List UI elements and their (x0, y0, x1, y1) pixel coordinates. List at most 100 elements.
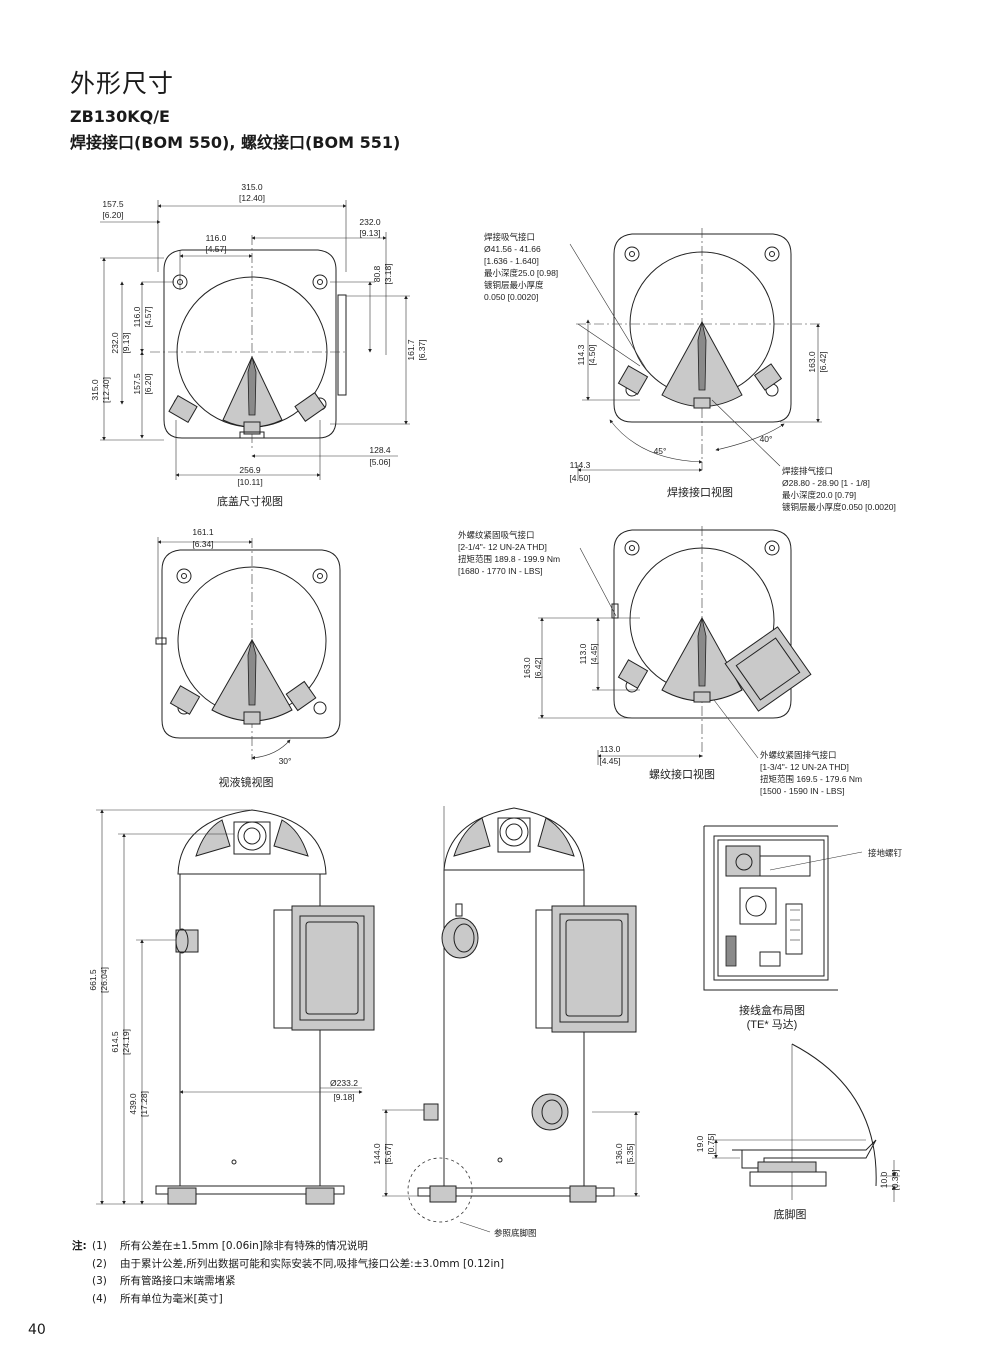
weld-view-caption: 焊接接口视图 (667, 485, 733, 499)
thread-dim-163: 163.0 (522, 657, 532, 679)
page-title: 外形尺寸 (70, 69, 175, 98)
weld-angle-40: 40° (760, 434, 773, 444)
weld-suction-note-6: 0.050 [0.0020] (484, 292, 538, 302)
dim-h157-in: [6.20] (143, 373, 153, 394)
thread-view-caption: 螺纹接口视图 (649, 767, 715, 781)
thread-dim-113-in: [4.45] (589, 643, 599, 664)
foot-dim-10: 10.0 (879, 1171, 889, 1188)
front-dim-144: 144.0 (372, 1143, 382, 1165)
side-dim-614-in: [24.19] (121, 1029, 131, 1055)
dim-256: 256.9 (239, 465, 261, 475)
foot-view: 19.0 [0.75] 10.0 [0.39] 底脚图 (695, 1043, 900, 1221)
weld-dim-163: 163.0 (807, 351, 817, 373)
dim-116: 116.0 (206, 233, 227, 243)
side-dim-661: 661.5 (88, 969, 98, 991)
side-view: 661.5 [26.04] 614.5 [24.19] 439.0 [17.28… (88, 809, 375, 1205)
dim-h232: 232.0 (110, 332, 120, 354)
dim-h315: 315.0 (90, 379, 100, 401)
note-text: 所有管路接口末端需堵紧 (120, 1275, 236, 1287)
dim-h232-in: [9.13] (121, 332, 131, 353)
weld-dim-114-in: [4.50] (587, 344, 597, 365)
thread-suction-note-4: [1680 - 1770 IN - LBS] (458, 566, 543, 576)
dim-80-in: [3.18] (383, 263, 393, 284)
model-number: ZB130KQ/E (70, 107, 170, 126)
front-dim-136: 136.0 (614, 1143, 624, 1165)
side-dim-439-in: [17.28] (139, 1091, 149, 1117)
junction-box-caption: 接线盒布局图 (739, 1003, 805, 1017)
dim-h161: 161.7 (406, 339, 416, 361)
dim-256-in: [10.11] (237, 477, 262, 487)
side-dim-661-in: [26.04] (99, 967, 109, 993)
dim-128: 128.4 (369, 445, 391, 455)
notes-label: 注: (72, 1240, 87, 1252)
weld-dim-w114: 114.3 (570, 460, 591, 470)
front-view-caption: 参照底脚图 (494, 1228, 537, 1238)
weld-discharge-note-1: 焊接排气接口 (782, 466, 833, 476)
foot-dim-10-in: [0.39] (890, 1169, 900, 1190)
thread-suction-note-2: [2-1/4"- 12 UN-2A THD] (458, 542, 547, 552)
note-number: (4) (92, 1292, 107, 1305)
thread-dim-w113: 113.0 (600, 744, 621, 754)
weld-suction-note-4: 最小深度25.0 [0.98] (484, 268, 558, 278)
weld-suction-note-1: 焊接吸气接口 (484, 232, 535, 242)
foot-dim-19-in: [0.75] (706, 1133, 716, 1154)
ground-screw-label: 接地螺钉 (868, 848, 903, 858)
weld-dim-w114-in: [4.50] (569, 473, 590, 483)
thread-suction-note-1: 外螺纹紧固吸气接口 (458, 530, 535, 540)
dim-h116: 116.0 (132, 306, 142, 327)
thread-dim-113: 113.0 (578, 643, 588, 664)
thread-suction-note-3: 扭矩范围 189.8 - 199.9 Nm (458, 554, 560, 564)
front-dim-136-in: [5.35] (625, 1143, 635, 1164)
note-text: 所有公差在±1.5mm [0.06in]除非有特殊的情况说明 (120, 1240, 368, 1252)
notes: 注: (1) 所有公差在±1.5mm [0.06in]除非有特殊的情况说明 (2… (72, 1238, 504, 1308)
junction-box-caption-2: (TE* 马达) (747, 1018, 798, 1031)
page-number: 40 (28, 1322, 46, 1338)
front-view: 144.0 [5.67] 136.0 [5.35] 参照底脚图 (372, 806, 640, 1238)
side-dim-439: 439.0 (128, 1093, 138, 1115)
dim-h315-in: [12.40] (101, 377, 111, 403)
side-dim-233-in: [9.18] (333, 1092, 354, 1102)
thread-dim-163-in: [6.42] (533, 657, 543, 678)
thread-discharge-note-4: [1500 - 1590 IN - LBS] (760, 786, 845, 796)
dim-315: 315.0 (241, 182, 263, 192)
dim-h157: 157.5 (132, 373, 142, 395)
side-dim-614: 614.5 (110, 1031, 120, 1053)
note-row: (3) 所有管路接口末端需堵紧 (72, 1273, 504, 1291)
dim-232: 232.0 (359, 217, 381, 227)
foot-view-caption: 底脚图 (774, 1207, 807, 1221)
dim-116-in: [4.57] (205, 244, 226, 254)
connection-type: 焊接接口(BOM 550), 螺纹接口(BOM 551) (70, 133, 401, 152)
thread-discharge-note-3: 扭矩范围 169.5 - 179.6 Nm (760, 774, 862, 784)
sight-glass-view: 161.1 [6.34] 30° 视液镜视图 (155, 527, 341, 789)
weld-discharge-note-3: 最小深度20.0 [0.79] (782, 490, 856, 500)
weld-suction-note-5: 镀铜层最小厚度 (484, 280, 544, 290)
side-dim-233: Ø233.2 (330, 1078, 358, 1088)
sight-view-caption: 视液镜视图 (219, 775, 274, 789)
dim-80: 80.8 (372, 265, 382, 282)
dim-232-in: [9.13] (359, 228, 380, 238)
dim-315-in: [12.40] (239, 193, 265, 203)
weld-discharge-note-4: 镀铜层最小厚度0.050 [0.0020] (782, 502, 896, 512)
bottom-view-caption: 底盖尺寸视图 (217, 494, 283, 508)
junction-box: 接地螺钉 接线盒布局图 (TE* 马达) (703, 825, 903, 1031)
note-text: 所有单位为毫米[英寸] (120, 1292, 223, 1305)
weld-suction-note-3: [1.636 - 1.640] (484, 256, 539, 266)
weld-suction-note-2: Ø41.56 - 41.66 (484, 244, 541, 254)
dim-157-in: [6.20] (102, 210, 123, 220)
thread-discharge-note-1: 外螺纹紧固排气接口 (760, 750, 837, 760)
bottom-view: 315.0 [12.40] 157.5 [6.20] 232.0 [9.13] … (90, 182, 427, 508)
foot-dim-19: 19.0 (695, 1135, 705, 1152)
sight-angle-30: 30° (279, 756, 292, 766)
thread-discharge-note-2: [1-3/4"- 12 UN-2A THD] (760, 762, 849, 772)
dim-h116-in: [4.57] (143, 306, 153, 327)
weld-dim-114: 114.3 (576, 344, 586, 365)
thread-dim-w113-in: [4.45] (599, 756, 620, 766)
dim-h161-in: [6.37] (417, 339, 427, 360)
note-row: (2) 由于累计公差,所列出数据可能和实际安装不同,吸排气接口公差:±3.0mm… (72, 1256, 504, 1274)
note-number: (1) (92, 1240, 107, 1252)
note-row: (4) 所有单位为毫米[英寸] (72, 1291, 504, 1309)
sight-dim-161: 161.1 (192, 527, 214, 537)
weld-view: 焊接吸气接口 Ø41.56 - 41.66 [1.636 - 1.640] 最小… (484, 228, 896, 512)
note-row: 注: (1) 所有公差在±1.5mm [0.06in]除非有特殊的情况说明 (72, 1238, 504, 1256)
sight-dim-161-in: [6.34] (192, 539, 213, 549)
